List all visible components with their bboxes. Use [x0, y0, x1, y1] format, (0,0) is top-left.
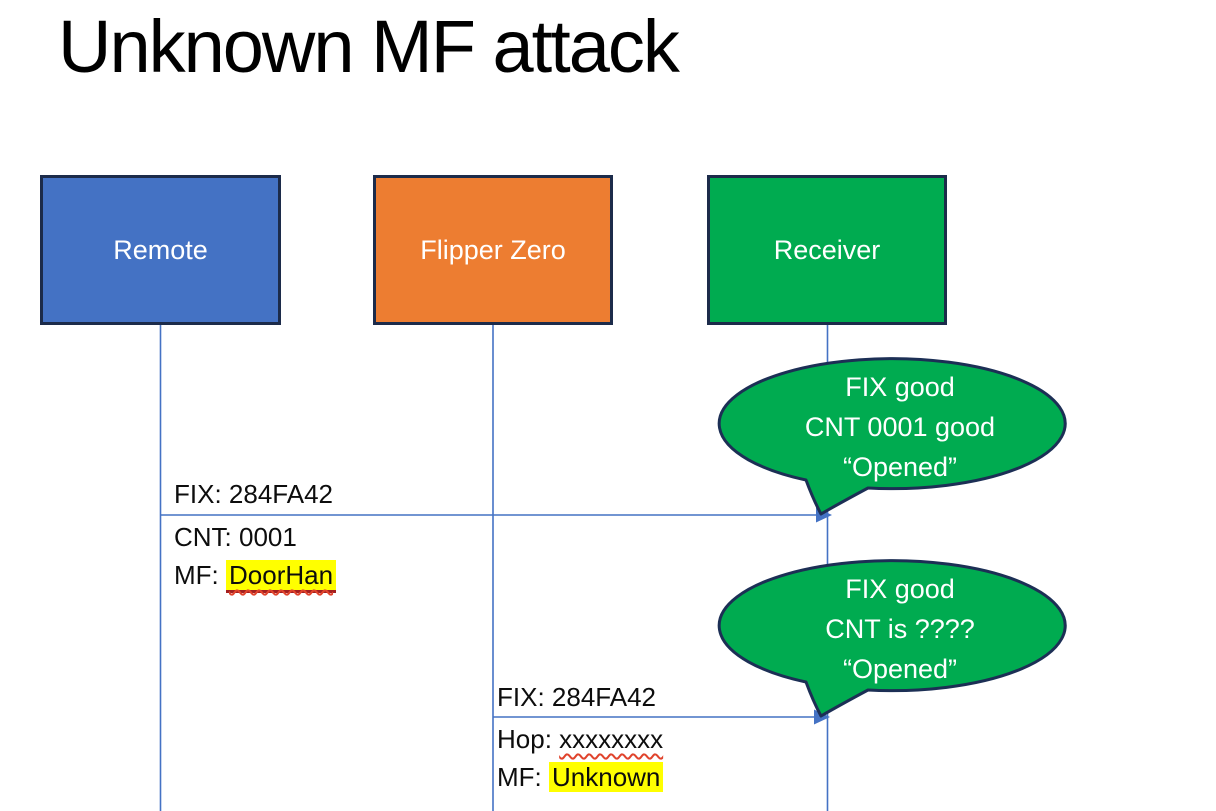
- message-2-hop-prefix: Hop:: [497, 724, 560, 754]
- actor-box-flipper-zero: Flipper Zero: [373, 175, 613, 325]
- bubble-1-line-3: “Opened”: [842, 452, 958, 482]
- speech-bubble-1-text: FIX good CNT 0001 good “Opened”: [727, 367, 1073, 487]
- actor-label-receiver: Receiver: [773, 234, 881, 265]
- actor-label-flipper-zero: Flipper Zero: [420, 234, 566, 265]
- bubble-2-line-2: CNT is ????: [825, 614, 975, 644]
- bubble-1-line-2: CNT 0001 good: [804, 412, 996, 442]
- actor-label-remote: Remote: [113, 234, 208, 265]
- bubble-1-line-1: FIX good: [845, 372, 955, 402]
- actor-box-receiver: Receiver: [707, 175, 947, 325]
- message-2-hop-label: Hop: xxxxxxxx: [497, 723, 663, 755]
- message-2-mf-prefix: MF:: [497, 762, 549, 792]
- speech-bubble-2: [717, 559, 1067, 718]
- actor-box-remote: Remote: [40, 175, 281, 325]
- page-title: Unknown MF attack: [58, 5, 680, 88]
- message-1-cnt-label: CNT: 0001: [174, 522, 297, 552]
- message-2-mf-label: MF: Unknown: [497, 761, 664, 793]
- message-1-mf-prefix: MF:: [174, 560, 226, 590]
- message-1-fix-label: FIX: 284FA42: [174, 479, 333, 509]
- message-2-fix-label: FIX: 284FA42: [497, 682, 656, 712]
- bubble-2-line-3: “Opened”: [842, 654, 958, 684]
- bubble-2-line-1: FIX good: [845, 574, 955, 604]
- speech-bubble-1: [717, 357, 1067, 516]
- speech-bubble-2-text: FIX good CNT is ???? “Opened”: [727, 569, 1073, 689]
- message-2-mf-value-highlight: Unknown: [549, 762, 664, 792]
- message-2-hop-value: xxxxxxxx: [559, 724, 664, 754]
- message-1-mf-value-highlight: DoorHan: [226, 560, 337, 593]
- message-1-mf-label: MF: DoorHan: [174, 559, 337, 593]
